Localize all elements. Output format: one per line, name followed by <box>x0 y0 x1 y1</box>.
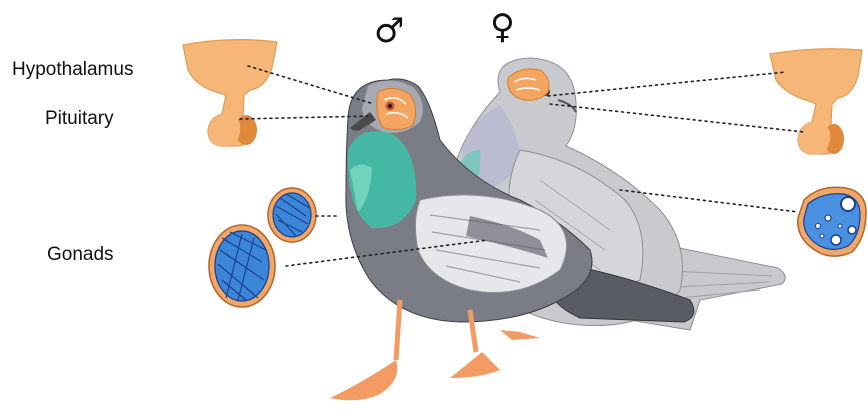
female-symbol: ♀ <box>490 10 515 44</box>
male-symbol: ♂ <box>374 14 404 48</box>
pituitary-label: Pituitary <box>45 108 114 130</box>
leader-female-pituitary <box>550 104 804 132</box>
female-ovary-icon <box>798 187 866 256</box>
hypothalamus-label: Hypothalamus <box>12 59 133 81</box>
female-hypothalamus-pituitary-icon <box>770 49 862 154</box>
gonads-label: Gonads <box>47 244 114 266</box>
male-gonad-large-icon <box>209 225 275 307</box>
male-gonad-small-icon <box>268 188 316 242</box>
leader-female-hypothalamus <box>548 72 786 96</box>
male-hypothalamus-pituitary-icon <box>183 40 277 146</box>
